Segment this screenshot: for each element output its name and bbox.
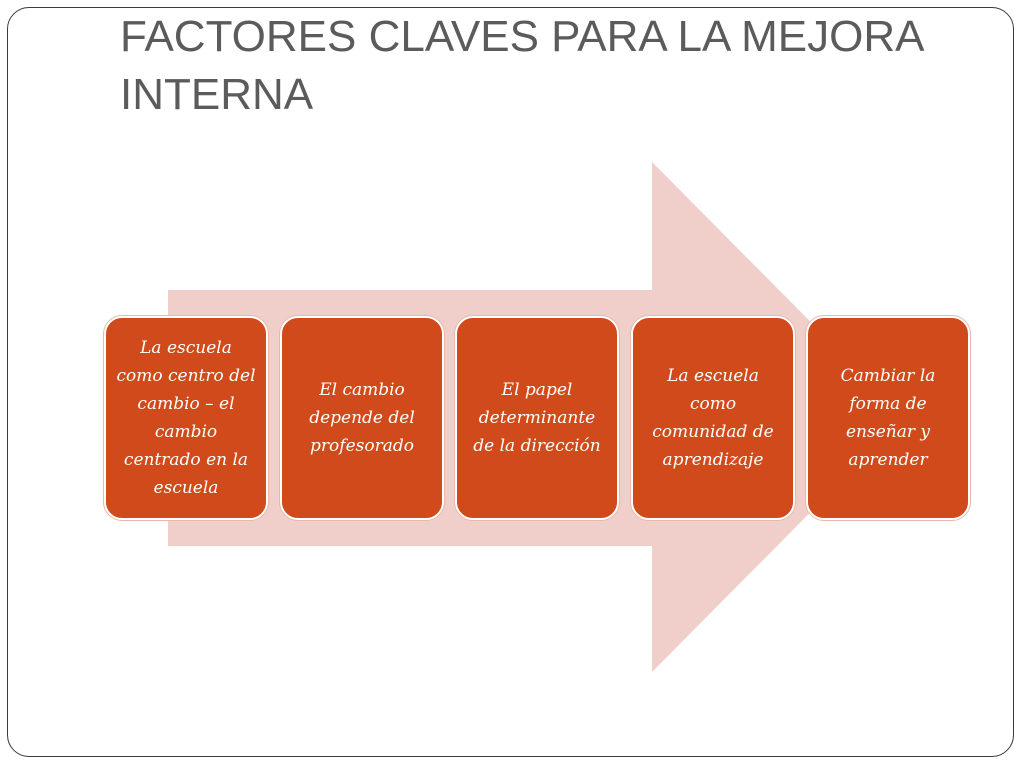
process-step-1-label: La escuela como centro del cambio – el c… <box>116 338 256 498</box>
process-step-1: La escuela como centro del cambio – el c… <box>104 316 268 520</box>
process-step-5: Cambiar la forma de enseñar y aprender <box>806 316 970 520</box>
process-step-4-label: La escuela como comunidad de aprendizaje <box>652 366 774 470</box>
process-step-5-label: Cambiar la forma de enseñar y aprender <box>840 366 936 470</box>
slide-title: FACTORES CLAVES PARA LA MEJORA INTERNA <box>120 12 923 119</box>
process-step-3: El papel determinante de la dirección <box>455 316 619 520</box>
process-step-4: La escuela como comunidad de aprendizaje <box>631 316 795 520</box>
process-step-3-label: El papel determinante de la dirección <box>473 380 601 456</box>
process-step-2: El cambio depende del profesorado <box>280 316 444 520</box>
process-step-2-label: El cambio depende del profesorado <box>309 380 415 456</box>
